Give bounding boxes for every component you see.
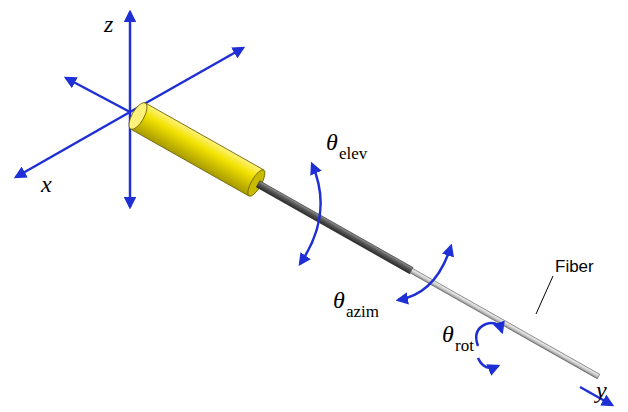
axes <box>16 12 612 405</box>
angle-subscript: azim <box>346 303 379 320</box>
azimuth-arrow <box>398 246 451 300</box>
x-axis-neg <box>130 48 243 112</box>
rotation-arrow-top <box>476 323 502 346</box>
z-axis <box>129 12 132 112</box>
yellow-cylinder <box>131 103 264 196</box>
angle-symbol: θ <box>333 288 345 312</box>
axis-label: x <box>41 172 52 196</box>
rotation-arrows <box>300 164 502 368</box>
x-axis <box>16 112 130 177</box>
cylinder-face <box>125 100 150 132</box>
dark-rod <box>256 181 413 274</box>
axis-label: z <box>104 12 113 36</box>
angle-subscript: elev <box>339 145 367 162</box>
axis-label: y <box>596 378 607 402</box>
cylinder-end <box>245 167 268 198</box>
fiber <box>410 268 600 378</box>
fiber-holder <box>125 100 605 390</box>
part-label: Fiber <box>555 258 594 275</box>
rotation-arrow-bottom <box>478 358 498 368</box>
angle-symbol: θ <box>442 322 454 346</box>
angle-symbol: θ <box>326 130 338 154</box>
elevation-arrow <box>300 164 321 264</box>
angle-subscript: rot <box>455 337 474 354</box>
y-axis-neg <box>66 78 130 112</box>
leader-line <box>536 276 553 314</box>
